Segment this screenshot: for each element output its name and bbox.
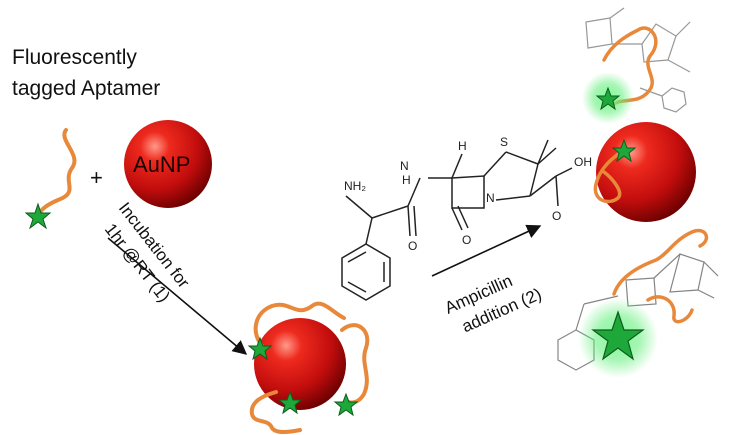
bottom-fluorophore-star — [591, 310, 645, 361]
hydrogen-label: H — [458, 139, 467, 153]
top-fluorophore-star — [595, 86, 621, 111]
bottom-complex-aptamer-2 — [646, 295, 694, 324]
residual-fluorophore-star — [611, 138, 637, 163]
title-line-1: Fluorescently — [12, 46, 137, 69]
gold-nanoparticle — [124, 120, 212, 208]
coated-fluorophore-star-2 — [277, 390, 303, 415]
amide-h-label: H — [402, 173, 411, 187]
step2-arrow — [431, 224, 542, 277]
amine-label: NH₂ — [344, 179, 366, 193]
lactam-o-label: O — [462, 233, 471, 247]
amide-o-label: O — [408, 239, 417, 253]
acid-o-label: O — [552, 209, 561, 223]
free-aptamer-fluorophore-star — [24, 202, 52, 230]
ring-n-label: N — [486, 191, 495, 205]
top-ampicillin-complex — [585, 7, 691, 113]
ampicillin-structure — [341, 139, 573, 301]
free-aptamer-strand — [36, 128, 77, 216]
amide-n-label: N — [400, 159, 409, 173]
residual-aptamer-strand — [593, 148, 626, 204]
released-nanoparticle — [596, 122, 696, 222]
title-line-2: tagged Aptamer — [12, 77, 161, 100]
coated-fluorophore-star-3 — [333, 392, 359, 417]
step1-arrow — [107, 237, 248, 355]
acid-oh-label: OH — [574, 155, 592, 169]
top-complex-aptamer — [602, 26, 658, 106]
aunp-label: AuNP — [133, 152, 191, 177]
coated-fluorophore-star-1 — [247, 336, 273, 361]
plus-sign: + — [90, 165, 103, 190]
sulfur-label: S — [500, 135, 508, 149]
coated-aptamer-strand-3 — [249, 390, 302, 434]
bottom-complex-aptamer-1 — [612, 228, 709, 296]
coated-aptamer-strand-1 — [253, 301, 346, 348]
aptamer-coated-nanoparticle — [254, 318, 346, 410]
beta-lactam-ring — [451, 175, 485, 209]
